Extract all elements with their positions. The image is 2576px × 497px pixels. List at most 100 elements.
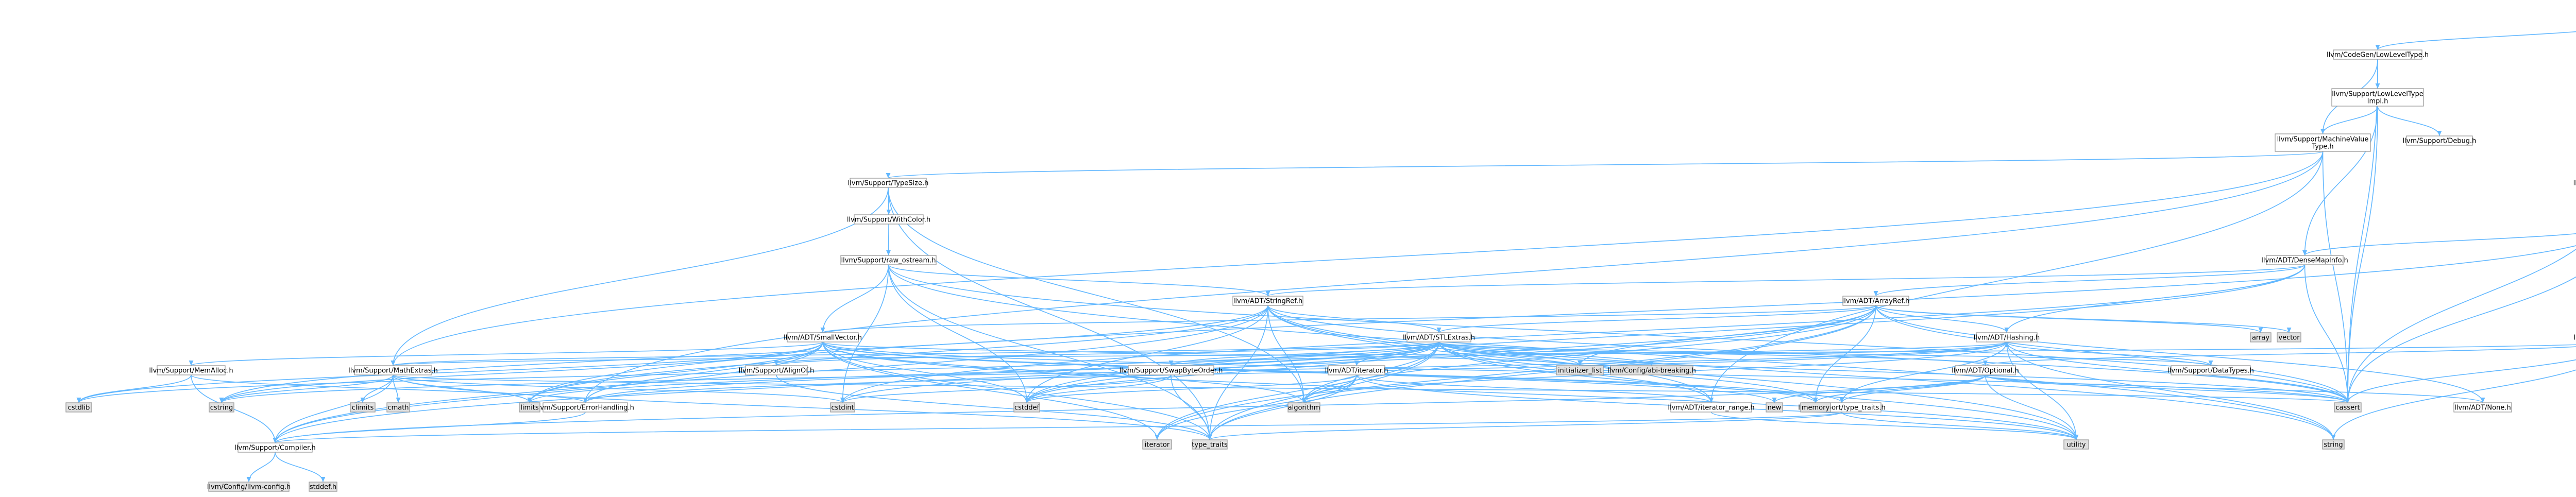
node-label-stddef_h-0: stddef.h: [310, 484, 336, 491]
node-box-errorhandling: [543, 402, 628, 413]
node-array: array: [2250, 332, 2272, 342]
edge-stlextras-to-utility: [1438, 341, 2079, 440]
edge-type_traits_h-to-type_traits_std: [1207, 412, 1842, 440]
edge-hashing-to-datatypes: [2006, 341, 2213, 366]
edge-smallvector-to-cstdlib: [76, 341, 823, 403]
node-box-llvm_config: [208, 482, 290, 492]
node-string: string: [2322, 439, 2345, 450]
edge-optional-to-cassert: [1985, 374, 2350, 403]
node-box-swapbyteorder: [1128, 365, 1214, 375]
node-densemapinfo[interactable]: llvm/ADT/DenseMapInfo.h: [2261, 255, 2348, 265]
edge-mathextras-to-cstring: [219, 374, 394, 403]
node-box-array: [2250, 332, 2272, 342]
node-cstdlib: cstdlib: [65, 402, 92, 413]
node-box-machinevaluetype: [2275, 133, 2371, 152]
node-label-cstddef-0: cstddef: [1014, 404, 1040, 412]
node-box-cassert: [2334, 402, 2362, 413]
node-label-debug-0: llvm/Support/Debug.h: [2403, 138, 2477, 145]
node-label-utility-0: utility: [2067, 441, 2086, 449]
node-debug[interactable]: llvm/Support/Debug.h: [2403, 135, 2477, 146]
edge-mathextras-to-compiler: [273, 374, 394, 443]
node-box-lowleveltype: [2333, 49, 2422, 60]
node-swapbyteorder[interactable]: llvm/Support/SwapByteOrder.h: [1120, 365, 1223, 375]
node-iterator_range[interactable]: llvm/ADT/iterator_range.h: [1668, 402, 1755, 413]
node-codegen_register[interactable]: llvm/CodeGen/Register.h: [2573, 178, 2576, 187]
node-label-cstring-0: cstring: [210, 404, 233, 412]
node-compiler[interactable]: llvm/Support/Compiler.h: [234, 442, 316, 453]
node-label-densemapinfo-0: llvm/ADT/DenseMapInfo.h: [2261, 257, 2348, 265]
node-label-lowleveltype-0: llvm/CodeGen/LowLevelType.h: [2327, 52, 2429, 59]
edge-machinevaluetype-to-errorhandling: [583, 151, 2324, 403]
edge-alignment-to-cassert: [2345, 359, 2576, 403]
node-label-config_abi-0: llvm/Config/abi-breaking.h: [1607, 367, 1696, 375]
node-label-alignof-0: llvm/Support/AlignOf.h: [739, 367, 815, 375]
node-memory: memory: [1800, 402, 1831, 413]
node-label-raw_ostream-0: llvm/Support/raw_ostream.h: [841, 257, 936, 265]
node-box-stlextras: [1406, 332, 1471, 342]
edge-machinevaluetype-to-typesize: [886, 151, 2324, 179]
node-hashing[interactable]: llvm/ADT/Hashing.h: [1974, 332, 2040, 342]
edge-compiler-to-stddef_h: [275, 452, 326, 483]
node-box-withcolor: [854, 214, 924, 225]
node-alignof[interactable]: llvm/Support/AlignOf.h: [739, 365, 815, 375]
node-box-stringref: [1232, 296, 1303, 306]
node-label-cstdint-0: cstdint: [831, 404, 854, 412]
node-typesize[interactable]: llvm/Support/TypeSize.h: [848, 178, 929, 188]
node-arrayref[interactable]: llvm/ADT/ArrayRef.h: [1842, 296, 1910, 306]
node-alignment[interactable]: llvm/Support/Alignment.h: [2574, 333, 2576, 342]
edge-stlextras-to-initializer_list: [1438, 341, 1582, 366]
node-box-string: [2322, 439, 2345, 450]
node-label-typesize-0: llvm/Support/TypeSize.h: [848, 180, 929, 187]
node-cassert: cassert: [2334, 402, 2362, 413]
node-label-memalloc-0: llvm/Support/MemAlloc.h: [149, 367, 233, 375]
edge-stlextras-to-datatypes: [1438, 341, 2213, 366]
edge-optional-to-utility: [1985, 374, 2079, 440]
node-datatypes[interactable]: llvm/Support/DataTypes.h: [2167, 365, 2254, 375]
node-cstddef: cstddef: [1013, 402, 1040, 413]
edge-machinevaluetype-to-mathextras: [391, 151, 2324, 366]
node-iterator[interactable]: llvm/ADT/iterator.h: [1325, 365, 1388, 375]
node-label-mathextras-0: llvm/Support/MathExtras.h: [348, 367, 438, 375]
edge-mc_register-to-cassert: [2345, 276, 2576, 403]
node-box-initializer_list: [1556, 365, 1604, 375]
edge-typesize-to-type_traits_std: [888, 187, 1212, 440]
node-iterator_std: iterator: [1142, 439, 1172, 450]
node-smallvector[interactable]: llvm/ADT/SmallVector.h: [784, 332, 862, 342]
node-box-vector: [2277, 332, 2301, 342]
node-box-cstddef: [1013, 402, 1040, 413]
edge-alignment-to-optional: [1983, 346, 2576, 366]
node-none[interactable]: llvm/ADT/None.h: [2453, 402, 2512, 413]
edge-support_lowleveltypeimpl-to-densemapinfo: [2302, 106, 2378, 256]
node-box-cstring: [209, 402, 234, 413]
node-box-type_traits_std: [1192, 439, 1228, 450]
node-cstring: cstring: [209, 402, 234, 413]
node-lowleveltype[interactable]: llvm/CodeGen/LowLevelType.h: [2327, 49, 2429, 60]
edge-compiler-to-llvm_config: [246, 452, 276, 483]
node-type_traits_std: type_traits: [1192, 439, 1228, 450]
node-box-densemapinfo: [2266, 255, 2344, 265]
edge-arrayref-to-none: [1875, 305, 2485, 403]
node-memalloc[interactable]: llvm/Support/MemAlloc.h: [149, 365, 233, 375]
node-label-array-0: array: [2252, 334, 2269, 342]
node-box-mathextras: [354, 365, 432, 375]
node-label-machinevaluetype-0: llvm/Support/MachineValue: [2277, 136, 2369, 144]
node-box-cstdint: [830, 402, 855, 413]
node-raw_ostream[interactable]: llvm/Support/raw_ostream.h: [840, 255, 937, 265]
node-label-iterator_std-0: iterator: [1145, 441, 1170, 449]
edge-type_traits_h-to-compiler: [273, 412, 1842, 443]
node-mathextras[interactable]: llvm/Support/MathExtras.h: [348, 365, 438, 375]
node-label-type_traits_std-0: type_traits: [1192, 441, 1228, 449]
edge-stlextras-to-optional: [1438, 341, 1988, 366]
node-errorhandling[interactable]: llvm/Support/ErrorHandling.h: [536, 402, 634, 413]
node-stringref[interactable]: llvm/ADT/StringRef.h: [1232, 296, 1303, 306]
edge-smallvector-to-type_traits_std: [822, 341, 1212, 440]
edge-iterator_range-to-utility: [1710, 412, 2079, 440]
node-optional[interactable]: llvm/ADT/Optional.h: [1952, 365, 2019, 375]
node-config_abi: llvm/Config/abi-breaking.h: [1607, 365, 1696, 375]
edge-memalloc-to-cstdlib: [76, 374, 192, 403]
edge-iterator-to-type_traits_std: [1207, 374, 1357, 440]
node-stlextras[interactable]: llvm/ADT/STLExtras.h: [1403, 332, 1475, 342]
node-withcolor[interactable]: llvm/Support/WithColor.h: [847, 214, 930, 225]
